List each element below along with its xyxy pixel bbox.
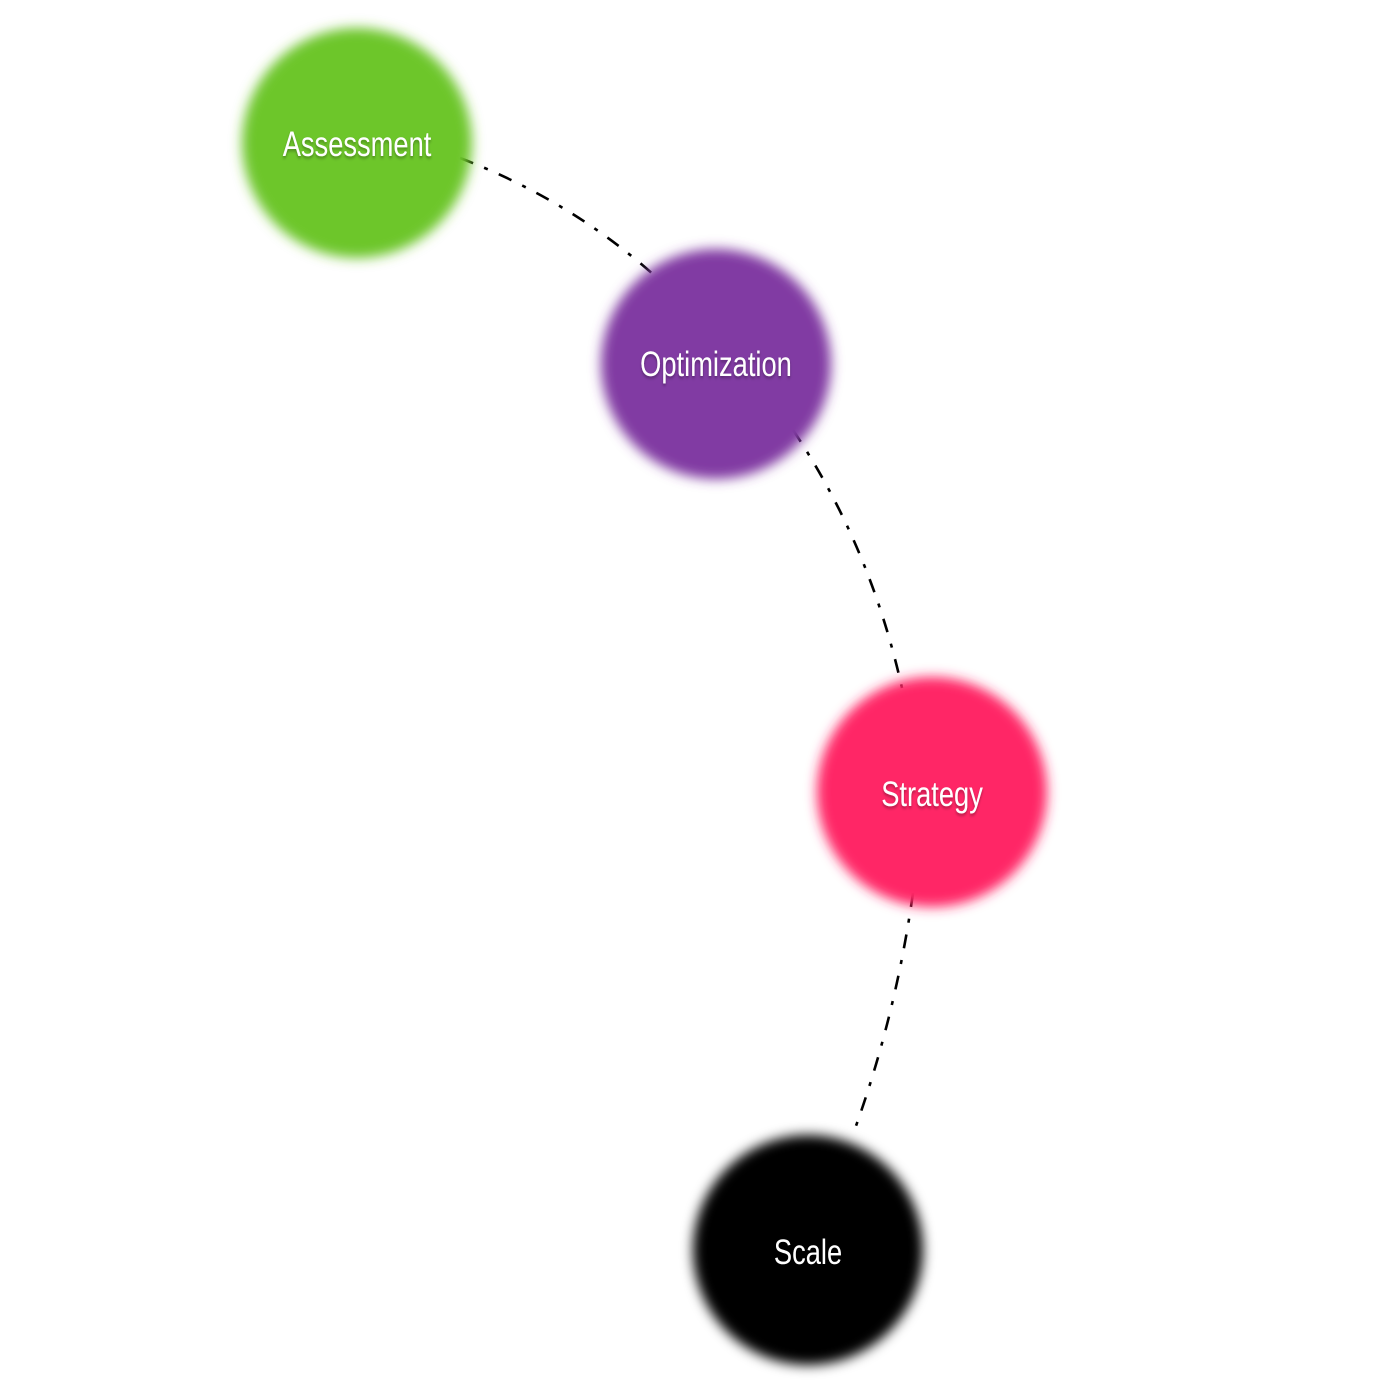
connector-strategy-scale xyxy=(850,892,915,1138)
node-assessment[interactable]: Assessment xyxy=(242,28,472,258)
connectors xyxy=(459,156,915,1138)
node-strategy-circle xyxy=(817,677,1047,907)
node-strategy[interactable]: Strategy xyxy=(817,677,1047,907)
node-optimization[interactable]: Optimization xyxy=(601,249,831,479)
node-scale-label: Scale xyxy=(774,1233,842,1272)
connector-optimization-strategy xyxy=(791,429,904,689)
node-optimization-label: Optimization xyxy=(640,345,792,384)
node-scale[interactable]: Scale xyxy=(693,1135,923,1365)
node-strategy-label: Strategy xyxy=(881,775,983,814)
node-assessment-label: Assessment xyxy=(283,125,432,164)
connector-assessment-optimization xyxy=(459,156,656,277)
node-optimization-circle xyxy=(601,249,831,479)
node-scale-circle xyxy=(693,1135,923,1365)
node-assessment-circle xyxy=(242,28,472,258)
